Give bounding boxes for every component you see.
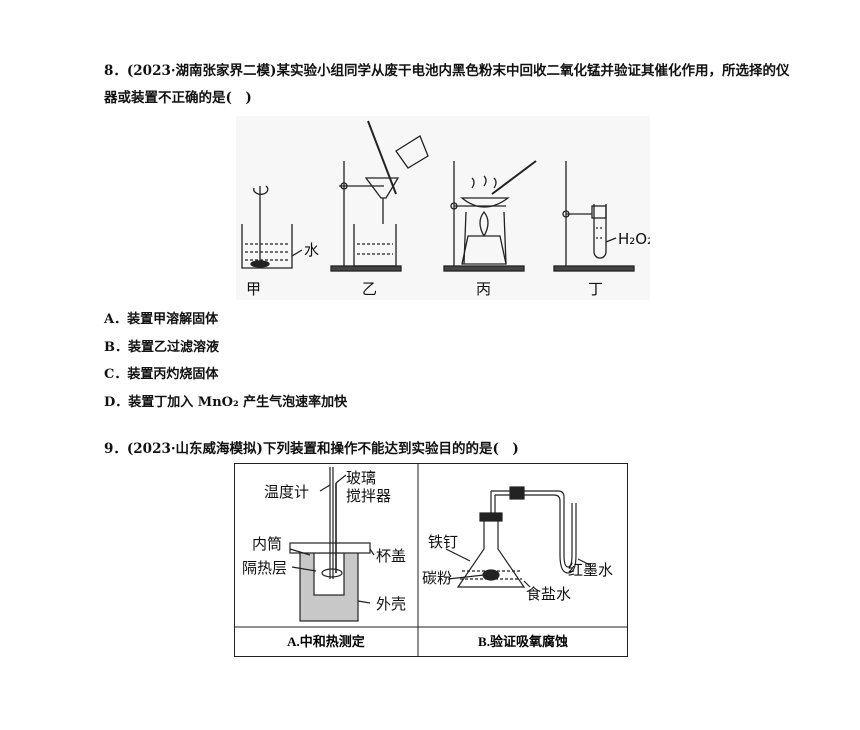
label-bing: 丙 <box>476 280 491 298</box>
label-insulation: 隔热层 <box>242 559 287 577</box>
q8-option-a: A．装置甲溶解固体 <box>104 312 219 327</box>
caption-b: B.验证吸氧腐蚀 <box>478 634 568 649</box>
q8-apparatus-figure: 水 甲 乙 丙 <box>236 116 650 300</box>
testtube-ding <box>553 161 635 272</box>
filtration-yi <box>330 120 429 272</box>
label-jia: 甲 <box>246 280 261 298</box>
label-ding: 丁 <box>588 280 603 298</box>
label-stirrer-1: 玻璃 <box>346 469 376 487</box>
calorimeter-diagram <box>289 467 375 622</box>
heating-bing <box>443 160 537 272</box>
q8-option-c: C．装置丙灼烧固体 <box>104 367 219 382</box>
label-shell: 外壳 <box>376 595 406 613</box>
label-carbon-powder: 碳粉 <box>422 569 452 587</box>
caption-a: A.中和热测定 <box>287 634 365 649</box>
label-brine: 食盐水 <box>526 585 571 603</box>
label-red-ink: 红墨水 <box>568 561 613 579</box>
q8-option-d: D．装置丁加入 MnO₂ 产生气泡速率加快 <box>104 395 348 410</box>
q8-option-b: B．装置乙过滤溶液 <box>104 340 219 355</box>
beaker-jia <box>241 185 303 269</box>
label-yi: 乙 <box>362 280 377 298</box>
label-lid: 杯盖 <box>376 547 406 565</box>
label-water: 水 <box>304 241 319 259</box>
question-8-stem: 8．(2023·湖南张家界二模)某实验小组同学从废干电池内黑色粉末中回收二氧化锰… <box>104 63 790 106</box>
q9-apparatus-table: 温度计 玻璃 搅拌器 内筒 杯盖 隔热层 外壳 铁钉 碳粉 红墨水 食盐水 A.… <box>234 463 628 657</box>
question-9-stem: 9．(2023·山东威海模拟)下列装置和操作不能达到实验目的的是( ) <box>104 441 519 457</box>
label-inner-cylinder: 内筒 <box>252 535 282 553</box>
label-stirrer-2: 搅拌器 <box>346 487 391 505</box>
corrosion-diagram <box>445 486 591 588</box>
label-iron-nail: 铁钉 <box>428 533 458 551</box>
label-thermometer: 温度计 <box>264 483 309 501</box>
label-h2o2: H₂O₂ <box>618 230 650 248</box>
